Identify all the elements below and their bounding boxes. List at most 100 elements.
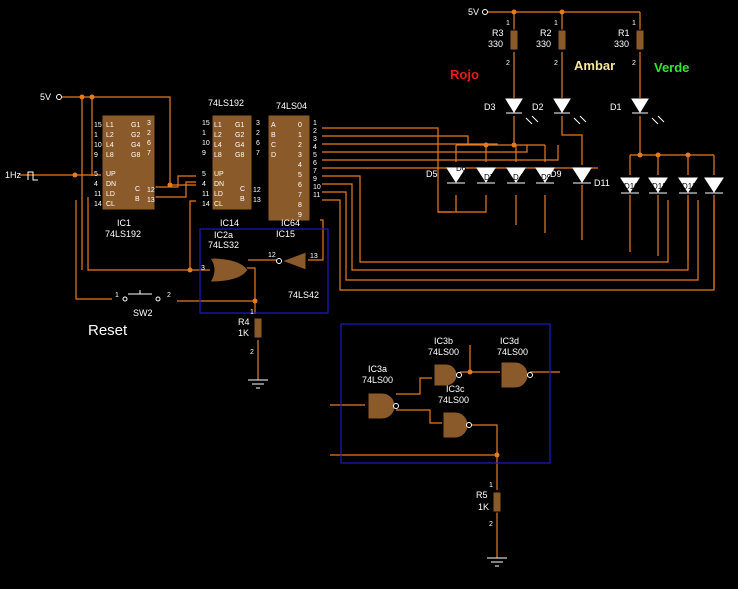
svg-text:11: 11 (94, 191, 101, 198)
svg-text:D2: D2 (532, 102, 544, 112)
svg-text:74LS00: 74LS00 (438, 395, 469, 405)
svg-text:D7: D7 (484, 173, 495, 182)
svg-text:G1: G1 (131, 122, 140, 129)
svg-text:D: D (271, 152, 276, 159)
svg-text:2: 2 (489, 521, 493, 528)
svg-text:12: 12 (268, 252, 276, 259)
svg-text:UP: UP (106, 171, 116, 178)
svg-text:2: 2 (554, 60, 558, 67)
svg-text:R2: R2 (540, 28, 552, 38)
svg-text:4: 4 (202, 181, 206, 188)
ic14-label: IC14 (220, 218, 239, 228)
svg-text:D4: D4 (513, 173, 524, 182)
svg-text:3: 3 (298, 152, 302, 159)
svg-text:12: 12 (253, 187, 261, 194)
svg-text:D5: D5 (426, 169, 438, 179)
svg-text:4: 4 (298, 162, 302, 169)
svg-text:1: 1 (250, 309, 254, 316)
rojo-label: Rojo (450, 67, 479, 82)
svg-text:D9: D9 (550, 169, 562, 179)
led-row: D6 D7 D4 D9 D10 D12 D13 D5 D9 D11 (426, 164, 724, 194)
ic1-part: 74LS192 (105, 229, 141, 239)
svg-text:1: 1 (506, 20, 510, 27)
svg-text:2: 2 (167, 292, 171, 299)
svg-text:C: C (135, 186, 140, 193)
svg-text:CL: CL (106, 201, 115, 208)
or-gate-box (199, 228, 329, 314)
verde-label: Verde (654, 60, 689, 75)
svg-text:14: 14 (202, 201, 210, 208)
svg-text:1: 1 (298, 132, 302, 139)
svg-text:12: 12 (147, 187, 155, 194)
svg-text:2: 2 (147, 130, 151, 137)
svg-text:LD: LD (214, 191, 223, 198)
svg-text:G8: G8 (235, 152, 244, 159)
svg-text:9: 9 (313, 176, 317, 183)
svg-text:B: B (240, 196, 245, 203)
svg-text:74LS42: 74LS42 (288, 290, 319, 300)
svg-text:L2: L2 (214, 132, 222, 139)
svg-text:1K: 1K (478, 502, 489, 512)
top-leds: D3 D2 D1 (484, 98, 665, 125)
svg-text:8: 8 (298, 202, 302, 209)
svg-text:L4: L4 (214, 142, 222, 149)
wires (20, 11, 715, 558)
svg-text:L1: L1 (214, 122, 222, 129)
svg-text:L1: L1 (106, 122, 114, 129)
svg-text:7: 7 (313, 168, 317, 175)
svg-text:6: 6 (256, 140, 260, 147)
svg-text:11: 11 (313, 192, 320, 199)
svg-text:DN: DN (214, 181, 224, 188)
svg-text:6: 6 (313, 160, 317, 167)
svg-text:D3: D3 (484, 102, 496, 112)
svg-text:5: 5 (94, 171, 98, 178)
svg-text:7: 7 (298, 192, 302, 199)
svg-text:D6: D6 (456, 164, 467, 173)
svg-text:LD: LD (106, 191, 115, 198)
svg-text:IC3c: IC3c (446, 384, 465, 394)
svg-text:2: 2 (313, 128, 317, 135)
svg-text:10: 10 (94, 142, 102, 149)
svg-text:6: 6 (147, 140, 151, 147)
svg-text:D9: D9 (541, 173, 552, 182)
svg-text:0: 0 (298, 122, 302, 129)
svg-text:1: 1 (115, 292, 119, 299)
svg-text:74LS00: 74LS00 (362, 375, 393, 385)
svg-text:IC3b: IC3b (434, 336, 453, 346)
svg-text:G2: G2 (235, 132, 244, 139)
svg-text:1Hz: 1Hz (5, 170, 22, 180)
svg-text:4: 4 (94, 181, 98, 188)
ground-icon (248, 379, 507, 567)
svg-text:10: 10 (202, 140, 210, 147)
svg-text:15: 15 (202, 120, 210, 127)
reset-switch[interactable]: 1 2 SW2 (115, 290, 171, 318)
svg-text:5V: 5V (40, 92, 51, 102)
svg-text:330: 330 (488, 39, 503, 49)
svg-text:1: 1 (632, 20, 636, 27)
svg-text:G4: G4 (131, 142, 140, 149)
svg-text:5: 5 (298, 172, 302, 179)
sw2-label: SW2 (133, 308, 153, 318)
svg-text:D10: D10 (624, 182, 639, 191)
reset-label: Reset (88, 322, 128, 339)
svg-text:R1: R1 (618, 28, 630, 38)
svg-text:7: 7 (147, 150, 151, 157)
ic3-gates: IC3a 74LS00 IC3b 74LS00 IC3c 74LS00 IC3d… (362, 336, 533, 439)
svg-text:9: 9 (298, 212, 302, 219)
svg-text:9: 9 (202, 150, 206, 157)
ic1-label: IC1 (117, 218, 131, 228)
svg-text:G8: G8 (131, 152, 140, 159)
nand-gate-box (340, 323, 551, 464)
svg-text:D13: D13 (682, 182, 697, 191)
svg-text:IC3a: IC3a (368, 364, 387, 374)
svg-text:9: 9 (94, 152, 98, 159)
svg-text:R5: R5 (476, 490, 488, 500)
power-labels: 5V 5V 1Hz (5, 7, 488, 181)
svg-text:C: C (271, 142, 276, 149)
svg-text:2: 2 (506, 60, 510, 67)
svg-text:6: 6 (298, 182, 302, 189)
svg-text:R4: R4 (238, 317, 250, 327)
